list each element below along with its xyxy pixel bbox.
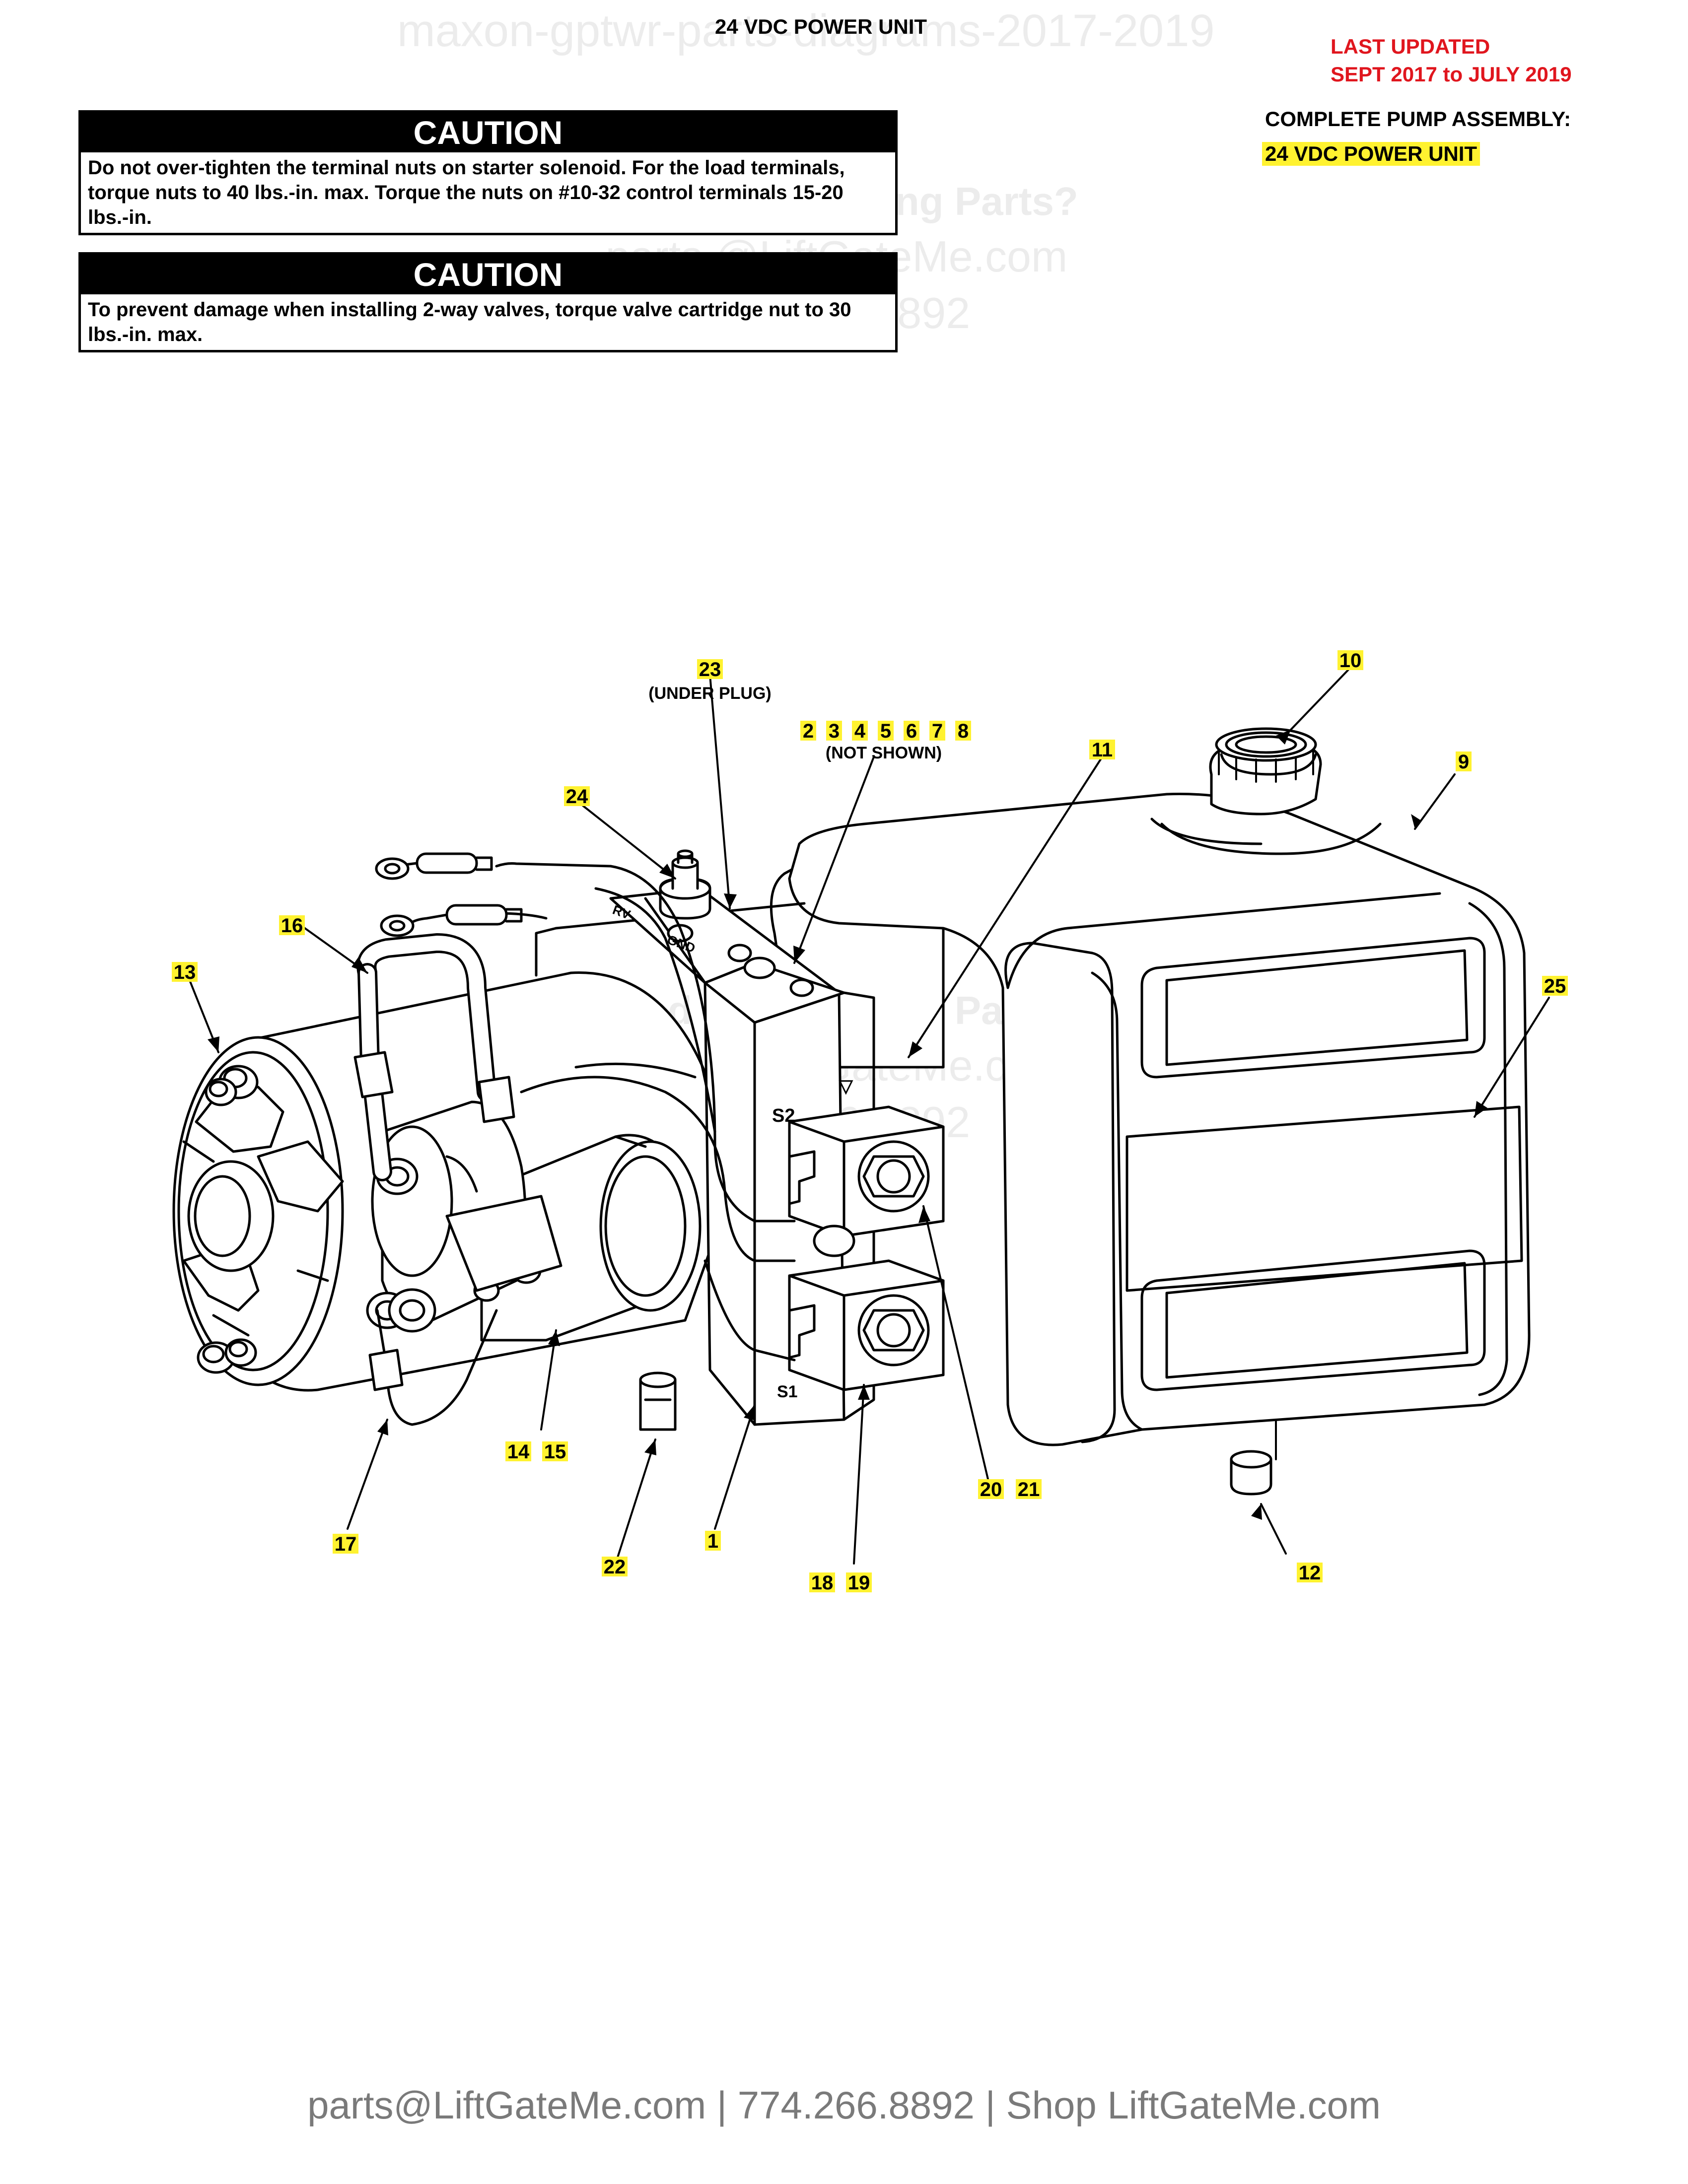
svg-text:8: 8 [958,720,969,742]
svg-text:23: 23 [699,659,721,681]
ground-cable [368,1288,498,1426]
leader-arrowheads [208,730,1487,1520]
callout-23: 23 [697,659,723,681]
wire-leads [375,852,796,1362]
callout-22: 22 [602,1556,628,1578]
svg-text:13: 13 [174,961,196,983]
motor-bolts [197,1065,259,1374]
callout-4: 4 [852,720,868,742]
callout-24: 24 [564,786,590,808]
valve-port [813,1225,855,1257]
marking-s1: S1 [777,1382,798,1401]
callout-8: 8 [955,720,971,742]
motor-end-cap [172,1036,344,1386]
svg-text:3: 3 [829,720,840,742]
note-not-shown: (NOT SHOWN) [826,744,942,762]
callout-19: 19 [846,1572,872,1594]
svg-text:2: 2 [803,720,814,742]
callout-18: 18 [809,1572,835,1594]
footer-contact: parts@LiftGateMe.com | 774.266.8892 | Sh… [307,2083,1381,2127]
drain-plug [1230,1450,1272,1496]
callout-17: 17 [333,1533,358,1555]
bolt-bottom-left [224,1338,257,1367]
callout-13: 13 [172,961,198,983]
caution-heading: CAUTION [81,113,895,152]
svg-text:25: 25 [1544,975,1566,997]
caution-box-solenoid: CAUTION Do not over-tighten the terminal… [78,110,898,235]
svg-text:17: 17 [335,1533,357,1555]
watermark-title: maxon-gptwr-parts-diagrams-2017-2019 [397,5,1215,56]
callout-12: 12 [1297,1562,1323,1584]
callout-25: 25 [1542,975,1568,997]
callout-2: 2 [800,720,816,742]
svg-text:1: 1 [707,1530,718,1552]
last-updated-block: LAST UPDATED SEPT 2017 to JULY 2019 [1331,33,1572,88]
page-title: 24 VDC POWER UNIT [715,15,927,38]
solenoid-valve-lower [788,1259,945,1391]
svg-text:11: 11 [1092,739,1113,761]
svg-text:9: 9 [1458,751,1469,773]
svg-text:19: 19 [848,1572,870,1594]
callout-20: 20 [978,1479,1004,1501]
svg-text:4: 4 [854,720,866,742]
callout-16: 16 [279,915,305,937]
marking-triangle: ▽ [839,1076,853,1096]
valve-manifold [609,887,875,1426]
caution-text: To prevent damage when installing 2-way … [88,299,851,345]
battery-cable [353,933,515,1181]
svg-text:10: 10 [1339,650,1362,672]
svg-text:16: 16 [281,915,303,937]
solenoid-valve-upper [788,1105,945,1237]
callout-1: 1 [705,1530,721,1552]
svg-text:21: 21 [1018,1479,1040,1501]
caution-box-valves: CAUTION To prevent damage when installin… [78,252,898,352]
svg-text:15: 15 [544,1441,566,1463]
callout-7: 7 [929,720,945,742]
last-updated-date-range: SEPT 2017 to JULY 2019 [1331,63,1572,86]
callout-15: 15 [542,1441,568,1463]
svg-text:22: 22 [604,1556,626,1578]
callout-5: 5 [878,720,894,742]
bolt-left [205,1078,237,1106]
callout-11: 11 [1089,739,1115,761]
svg-text:5: 5 [880,720,891,742]
caution-heading: CAUTION [81,255,895,294]
svg-text:7: 7 [932,720,943,742]
release-valve [659,849,711,920]
note-under-plug: (UNDER PLUG) [648,684,771,703]
assembly-value: 24 VDC POWER UNIT [1262,142,1480,166]
assembly-label: COMPLETE PUMP ASSEMBLY: [1265,107,1571,131]
marking-s2: S2 [772,1105,795,1126]
pump-housing [480,1134,702,1342]
svg-text:18: 18 [811,1572,834,1594]
starter-solenoid [366,1100,563,1329]
svg-text:14: 14 [507,1441,530,1463]
caution-text: Do not over-tighten the terminal nuts on… [88,157,845,228]
callout-9: 9 [1456,751,1472,773]
callout-3: 3 [826,720,842,742]
svg-text:24: 24 [566,786,588,808]
callout-14: 14 [505,1441,531,1463]
svg-text:6: 6 [906,720,917,742]
reservoir-tank [770,727,1531,1446]
callout-6: 6 [904,720,919,742]
svg-text:20: 20 [980,1479,1002,1501]
pressure-fitting [639,1371,677,1431]
callout-21: 21 [1016,1479,1042,1501]
last-updated-label: LAST UPDATED [1331,35,1490,58]
callout-10: 10 [1337,650,1363,672]
svg-text:12: 12 [1299,1562,1321,1584]
callouts: 23 (UNDER PLUG) 2 3 4 5 6 7 8 (NOT SHOWN… [172,650,1568,1594]
